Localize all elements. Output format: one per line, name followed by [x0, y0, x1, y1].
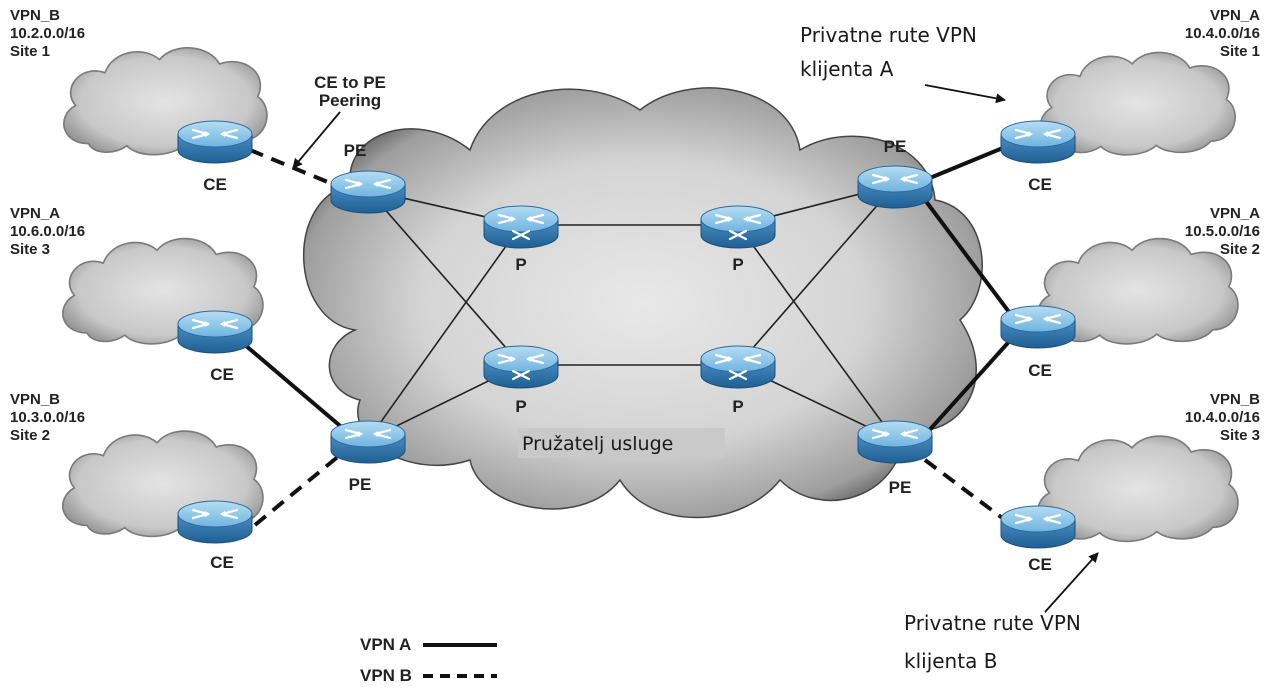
svg-text:10.3.0.0/16: 10.3.0.0/16 [10, 409, 85, 426]
svg-text:Site 1: Site 1 [1220, 43, 1260, 60]
svg-text:Privatne rute VPN: Privatne rute VPN [904, 611, 1081, 635]
p-label-left-bottom: P [515, 397, 526, 416]
ce-label-vpna-site1: CE [1028, 175, 1052, 194]
ce-label-vpnb-site3: CE [1028, 555, 1052, 574]
pe-router-left-bottom[interactable] [329, 419, 407, 465]
svg-text:VPN_A: VPN_A [1210, 7, 1260, 24]
p-label-right-top: P [732, 255, 743, 274]
svg-text:klijenta B: klijenta B [904, 649, 997, 673]
ce-label-vpnb-site2: CE [210, 553, 234, 572]
pe-router-right-top[interactable] [856, 164, 934, 210]
link-ce-vpna-site3 [243, 343, 347, 432]
ce-pe-peering-annotation: CE to PE Peering [292, 73, 386, 169]
ce-router-vpnb-site2[interactable] [176, 499, 254, 545]
svg-text:10.4.0.0/16: 10.4.0.0/16 [1185, 25, 1260, 42]
svg-text:Site 3: Site 3 [10, 241, 50, 258]
site-label-vpnb-site3: VPN_B 10.4.0.0/16 Site 3 [1185, 391, 1260, 444]
svg-text:Peering: Peering [319, 91, 381, 110]
svg-text:CE to PE: CE to PE [314, 73, 386, 92]
ce-label-vpna-site2: CE [1028, 361, 1052, 380]
routes-a-arrow [924, 84, 1006, 104]
svg-text:Site 1: Site 1 [10, 43, 50, 60]
p-router-right-bottom[interactable] [699, 344, 777, 390]
svg-text:Site 3: Site 3 [1220, 427, 1260, 444]
legend: VPN A VPN B [360, 635, 497, 685]
link-ce-vpnb-site2 [253, 453, 342, 527]
p-router-left-top[interactable] [482, 204, 560, 250]
svg-text:10.6.0.0/16: 10.6.0.0/16 [10, 223, 85, 240]
link-ce-vpnb-site3 [923, 458, 1007, 522]
svg-text:Privatne rute VPN: Privatne rute VPN [800, 23, 977, 47]
site-label-vpnb-site2: VPN_B 10.3.0.0/16 Site 2 [10, 391, 85, 444]
vpn-b-links [249, 148, 1007, 527]
provider-cloud [303, 87, 983, 519]
p-router-right-top[interactable] [699, 204, 777, 250]
pe-router-right-bottom[interactable] [856, 419, 934, 465]
svg-text:10.4.0.0/16: 10.4.0.0/16 [1185, 409, 1260, 426]
svg-text:VPN_A: VPN_A [1210, 205, 1260, 222]
link-pe3-ce-site2 [923, 198, 1017, 322]
link-ce-vpna-site1 [924, 143, 1011, 182]
svg-text:10.2.0.0/16: 10.2.0.0/16 [10, 25, 85, 42]
ce-label-vpna-site3: CE [210, 365, 234, 384]
link-p3-pe4 [737, 224, 896, 441]
routes-b-arrow [1044, 552, 1099, 613]
site-label-vpna-site1: VPN_A 10.4.0.0/16 Site 1 [1185, 7, 1260, 60]
private-routes-a-annotation: Privatne rute VPN klijenta A [800, 23, 1006, 104]
provider-label-bg [518, 428, 725, 458]
pe-label-left-top: PE [344, 141, 367, 160]
pe-router-left-top[interactable] [329, 169, 407, 215]
svg-text:Site 2: Site 2 [10, 427, 50, 444]
legend-vpn-b-label: VPN B [360, 666, 412, 685]
ce-router-vpnb-site3[interactable] [999, 504, 1077, 550]
p-label-left-top: P [515, 255, 526, 274]
p-label-right-bottom: P [732, 397, 743, 416]
link-pe2-p1 [367, 224, 522, 441]
private-routes-b-annotation: Privatne rute VPN klijenta B [904, 552, 1099, 673]
svg-text:klijenta A: klijenta A [800, 57, 894, 81]
legend-vpn-a-label: VPN A [360, 635, 411, 654]
link-p4-pe3 [737, 184, 896, 366]
svg-text:VPN_A: VPN_A [10, 205, 60, 222]
provider-label: Pružatelj usluge [522, 433, 673, 455]
pe-label-left-bottom: PE [349, 475, 372, 494]
svg-text:Site 2: Site 2 [1220, 241, 1260, 258]
site-label-vpna-site3: VPN_A 10.6.0.0/16 Site 3 [10, 205, 85, 258]
ce-router-vpna-site3[interactable] [176, 309, 254, 355]
svg-text:10.5.0.0/16: 10.5.0.0/16 [1185, 223, 1260, 240]
svg-text:VPN_B: VPN_B [1210, 391, 1260, 408]
link-pe4-ce-site2 [923, 333, 1017, 437]
site-label-vpnb-site1: VPN_B 10.2.0.0/16 Site 1 [10, 7, 85, 60]
svg-text:VPN_B: VPN_B [10, 391, 60, 408]
ce-router-vpnb-site1[interactable] [176, 119, 254, 165]
svg-text:VPN_B: VPN_B [10, 7, 60, 24]
pe-label-right-top: PE [884, 137, 907, 156]
ce-label-vpnb-site1: CE [203, 175, 227, 194]
ce-router-vpna-site1[interactable] [999, 119, 1077, 165]
ce-router-vpna-site2[interactable] [999, 304, 1077, 350]
peering-arrow [292, 111, 341, 169]
pe-label-right-bottom: PE [889, 478, 912, 497]
p-router-left-bottom[interactable] [482, 344, 560, 390]
link-pe1-p2 [367, 189, 522, 366]
site-label-vpna-site2: VPN_A 10.5.0.0/16 Site 2 [1185, 205, 1260, 258]
vpn-a-links [243, 143, 1017, 437]
link-ce-vpnb-site1 [249, 148, 336, 187]
